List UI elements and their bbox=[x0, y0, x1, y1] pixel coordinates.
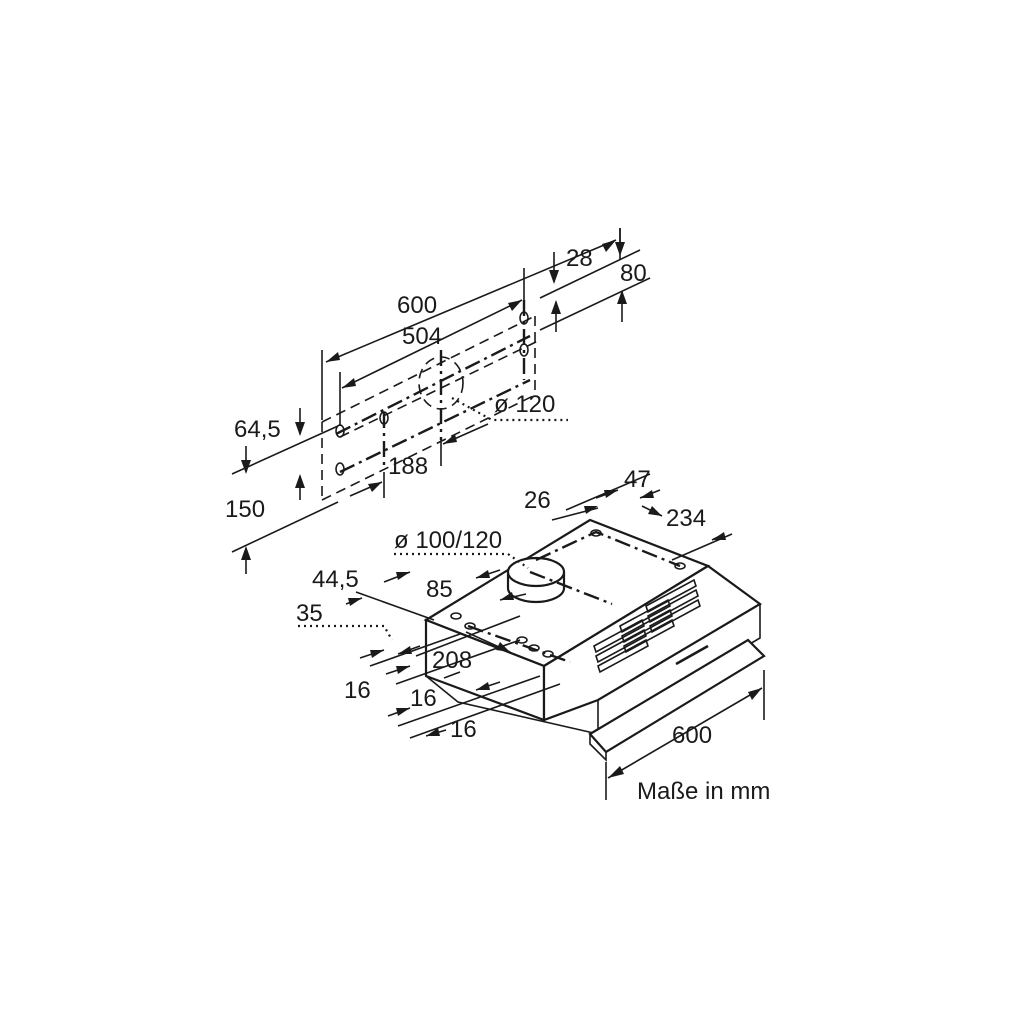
dim-top-duct-diameter-label: ø 100/120 bbox=[394, 527, 502, 554]
dim-front-85-label: 85 bbox=[426, 576, 453, 603]
dim-wall-duct-offset: 188 bbox=[349, 423, 489, 498]
light-slot bbox=[675, 644, 709, 666]
dim-top-26: 26 bbox=[524, 487, 599, 521]
dim-front-208: 208 bbox=[415, 615, 521, 674]
dim-front-208-label: 208 bbox=[432, 647, 472, 674]
dim-front-44-5-label: 44,5 bbox=[312, 566, 359, 593]
wall-duct-circle bbox=[418, 356, 464, 410]
dim-front-85: 85 bbox=[426, 576, 527, 603]
hood-right-face bbox=[542, 564, 762, 722]
dim-wall-hole-height: 80 bbox=[539, 228, 651, 331]
dim-front-16-c: 16 bbox=[387, 675, 561, 743]
dim-hood-width: 600 bbox=[605, 670, 765, 800]
dim-wall-duct-diameter-label: ø 120 bbox=[494, 391, 555, 418]
dim-top-234: 234 bbox=[641, 505, 733, 561]
dim-wall-hole-spacing: 504 bbox=[339, 268, 525, 426]
hood-centre-lines bbox=[467, 530, 681, 664]
dim-top-47-label: 47 bbox=[624, 466, 651, 493]
dim-front-16-a-label: 16 bbox=[344, 677, 371, 704]
vent-grille bbox=[593, 578, 701, 674]
dim-wall-left-offset: 64,5 bbox=[231, 408, 339, 475]
dim-wall-left-offset-label: 64,5 bbox=[234, 416, 281, 443]
dim-hood-width-label: 600 bbox=[672, 722, 712, 749]
hood-mounting-holes bbox=[450, 529, 686, 658]
dim-front-16-c-label: 16 bbox=[450, 716, 477, 743]
dim-wall-hole-height-label: 80 bbox=[620, 260, 647, 287]
dim-wall-top-offset-label: 28 bbox=[566, 245, 593, 272]
dim-top-47: 47 bbox=[565, 466, 661, 511]
dim-front-44-5: 44,5 bbox=[312, 566, 501, 621]
dim-wall-duct-offset-label: 188 bbox=[388, 453, 428, 480]
hood-filter-strip bbox=[588, 638, 766, 754]
dim-wall-top-offset: 28 bbox=[539, 245, 641, 332]
dim-top-26-label: 26 bbox=[524, 487, 551, 514]
units-note: Maße in mm bbox=[637, 778, 770, 805]
dim-front-16-a: 16 bbox=[344, 633, 461, 704]
dim-wall-hole-spacing-label: 504 bbox=[402, 323, 442, 350]
dim-top-234-label: 234 bbox=[666, 505, 706, 532]
dim-front-35: 35 bbox=[296, 597, 393, 641]
dim-wall-bottom: 150 bbox=[225, 474, 339, 574]
wall-centre-lines bbox=[335, 300, 531, 474]
wall-outline bbox=[321, 315, 541, 501]
dim-wall-duct-diameter: ø 120 bbox=[451, 391, 568, 422]
hood-isometric: 26 47 234 ø 100/120 bbox=[296, 466, 766, 800]
dim-top-duct-diameter: ø 100/120 bbox=[394, 527, 529, 569]
wall-mounting-plan: 600 504 28 80 bbox=[225, 228, 651, 574]
dim-front-16-b: 16 bbox=[385, 639, 521, 712]
dim-front-35-label: 35 bbox=[296, 600, 323, 627]
dim-wall-bottom-label: 150 bbox=[225, 496, 265, 523]
dim-wall-width-label: 600 bbox=[397, 292, 437, 319]
dim-front-16-b-label: 16 bbox=[410, 685, 437, 712]
